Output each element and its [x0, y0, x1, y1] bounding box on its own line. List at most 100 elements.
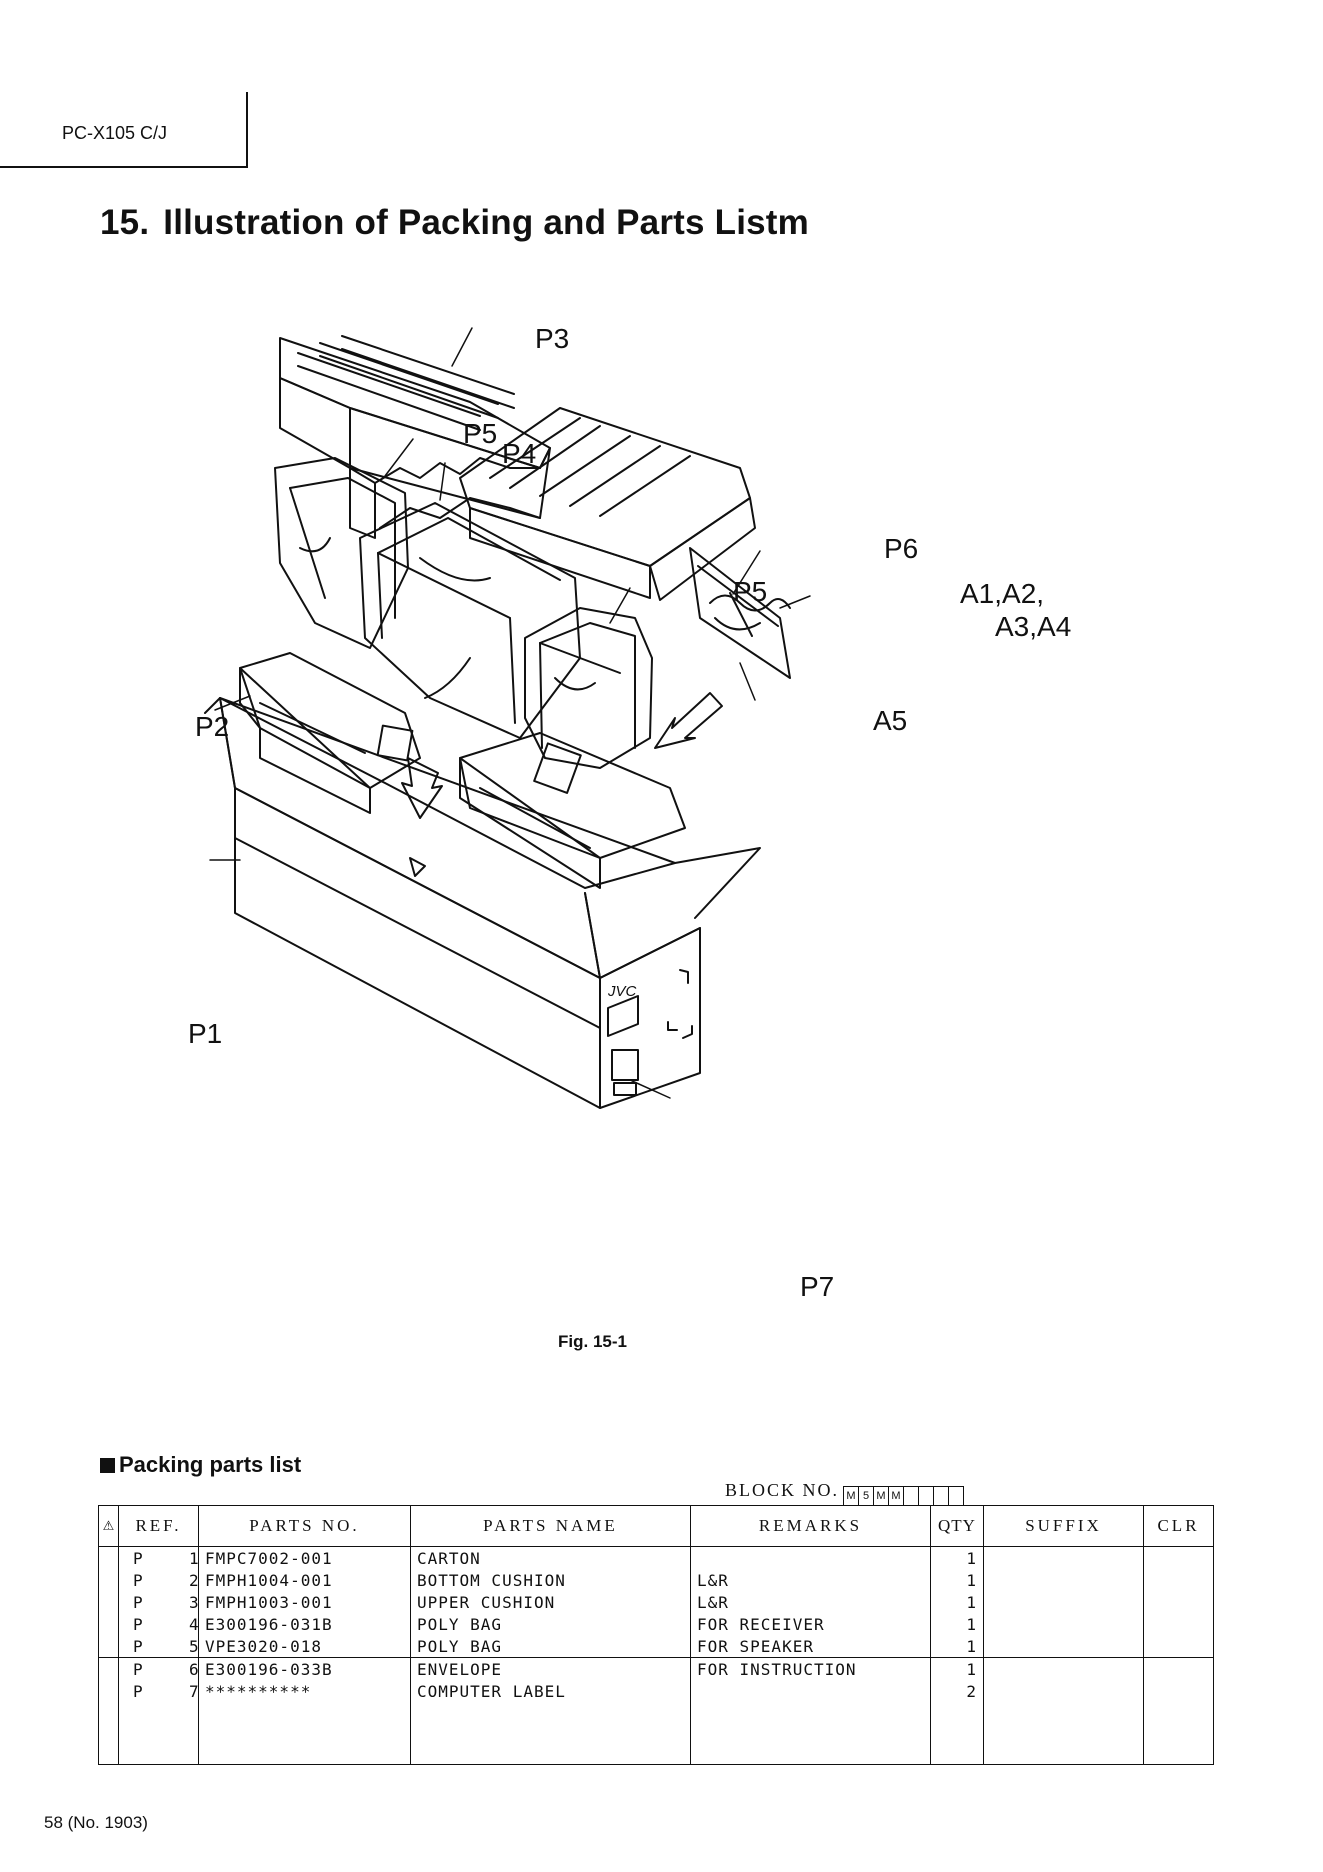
- row-parts-no: E300196-033B: [198, 1657, 411, 1680]
- table-row: P5 VPE3020-018 POLY BAG FOR SPEAKER 1: [98, 1635, 1214, 1658]
- row-parts-no: FMPC7002-001: [198, 1546, 411, 1569]
- block-code-box: 5: [859, 1487, 875, 1505]
- upper-cushion-right-drawing: [459, 407, 756, 601]
- page-footer: 58 (No. 1903): [44, 1813, 148, 1832]
- row-parts-no: VPE3020-018: [198, 1635, 411, 1658]
- upper-cushion-top-drawing: [279, 335, 551, 539]
- model-label: PC-X105 C/J: [62, 123, 168, 143]
- row-parts-name: CARTON: [410, 1546, 691, 1569]
- callout-a3-a4: A3,A4: [995, 611, 1071, 642]
- header-rule-vertical: [246, 92, 248, 167]
- figure-caption: Fig. 15-1: [558, 1332, 627, 1351]
- row-qty: 1: [930, 1613, 984, 1635]
- callout-p3: P3: [535, 323, 569, 354]
- header-clr: CLR: [1143, 1505, 1214, 1547]
- bottom-cushion-left-drawing: [239, 652, 421, 814]
- row-parts-name: ENVELOPE: [410, 1657, 691, 1680]
- title-text: Illustration of Packing and Parts Listm: [163, 203, 809, 242]
- header-rule-horizontal: [0, 166, 248, 168]
- block-code-box: M: [874, 1487, 890, 1505]
- row-remarks: L&R: [690, 1591, 931, 1613]
- receiver-bag-drawing: [359, 502, 581, 739]
- row-ref: P3: [118, 1591, 199, 1613]
- section-title: Packing parts list: [100, 1452, 301, 1478]
- block-code-box: [934, 1487, 950, 1505]
- row-ref: P6: [118, 1657, 199, 1680]
- row-parts-no: E300196-031B: [198, 1613, 411, 1635]
- callout-leaders: [209, 327, 811, 1099]
- carton-drawing: [204, 697, 761, 1109]
- row-ref: P2: [118, 1569, 199, 1591]
- row-parts-no: **********: [198, 1680, 411, 1702]
- row-qty: 2: [930, 1680, 984, 1702]
- table-row-empty: [98, 1702, 1214, 1765]
- carton-brand-text: JVC: [607, 983, 637, 1000]
- header-qty: QTY: [930, 1505, 984, 1547]
- row-remarks: L&R: [690, 1569, 931, 1591]
- row-parts-name: COMPUTER LABEL: [410, 1680, 691, 1702]
- speaker-bag-left-drawing: [274, 457, 409, 649]
- insert-arrow-down: [401, 757, 443, 819]
- row-parts-no: FMPH1004-001: [198, 1569, 411, 1591]
- table-row: P4 E300196-031B POLY BAG FOR RECEIVER 1: [98, 1613, 1214, 1635]
- safety-warning-icon: ⚠: [98, 1505, 119, 1547]
- table-row: P7 ********** COMPUTER LABEL 2: [98, 1680, 1214, 1702]
- table-row: P6 E300196-033B ENVELOPE FOR INSTRUCTION…: [98, 1657, 1214, 1680]
- header-parts-no: PARTS NO.: [198, 1505, 411, 1547]
- row-remarks: [690, 1546, 931, 1569]
- table-row: P1 FMPC7002-001 CARTON 1: [98, 1546, 1214, 1569]
- speaker-bag-right-drawing: [524, 607, 653, 769]
- row-parts-name: UPPER CUSHION: [410, 1591, 691, 1613]
- callout-p6: P6: [884, 533, 918, 564]
- callout-p5-right: P5: [733, 576, 767, 607]
- block-code-box: M: [889, 1487, 905, 1505]
- row-qty: 1: [930, 1591, 984, 1613]
- row-qty: 1: [930, 1635, 984, 1658]
- callout-p1: P1: [188, 1018, 222, 1049]
- header-ref: REF.: [118, 1505, 199, 1547]
- row-remarks: FOR INSTRUCTION: [690, 1657, 931, 1680]
- page-title: 15. Illustration of Packing and Parts Lis…: [100, 203, 809, 243]
- row-remarks: FOR SPEAKER: [690, 1635, 931, 1658]
- table-row: P3 FMPH1003-001 UPPER CUSHION L&R 1: [98, 1591, 1214, 1613]
- packing-parts-table: ⚠ REF. PARTS NO. PARTS NAME REMARKS QTY …: [98, 1505, 1214, 1765]
- block-code-box: [904, 1487, 920, 1505]
- insert-arrow-right: [654, 692, 723, 749]
- row-ref: P1: [118, 1546, 199, 1569]
- block-number-label: BLOCK NO.: [725, 1480, 840, 1500]
- bottom-cushion-right-drawing: [459, 732, 686, 889]
- row-qty: 1: [930, 1657, 984, 1680]
- table-header-row: ⚠ REF. PARTS NO. PARTS NAME REMARKS QTY …: [98, 1505, 1214, 1547]
- callout-p4: P4: [502, 438, 536, 469]
- callout-p5-left: P5: [463, 418, 497, 449]
- title-number: 15.: [100, 203, 150, 242]
- row-remarks: FOR RECEIVER: [690, 1613, 931, 1635]
- row-remarks: [690, 1680, 931, 1702]
- block-code-box: [949, 1487, 963, 1505]
- header-suffix: SUFFIX: [983, 1505, 1144, 1547]
- row-ref: P4: [118, 1613, 199, 1635]
- row-parts-name: POLY BAG: [410, 1613, 691, 1635]
- header-remarks: REMARKS: [690, 1505, 931, 1547]
- row-ref: P5: [118, 1635, 199, 1658]
- row-parts-name: BOTTOM CUSHION: [410, 1569, 691, 1591]
- row-parts-name: POLY BAG: [410, 1635, 691, 1658]
- header-parts-name: PARTS NAME: [410, 1505, 691, 1547]
- bullet-square-icon: [100, 1458, 115, 1473]
- callout-p2: P2: [195, 711, 229, 742]
- packing-illustration: JVC P3 P5 P4 P6 P5 A1,A2, A3,A4 A5 P2 P1: [180, 318, 1110, 1320]
- callout-a5: A5: [873, 705, 907, 736]
- row-qty: 1: [930, 1546, 984, 1569]
- callout-p7: P7: [800, 1271, 834, 1302]
- section-title-text: Packing parts list: [119, 1452, 302, 1477]
- block-code-box: [919, 1487, 935, 1505]
- table-row: P2 FMPH1004-001 BOTTOM CUSHION L&R 1: [98, 1569, 1214, 1591]
- callout-a1-a2: A1,A2,: [960, 578, 1044, 609]
- row-qty: 1: [930, 1569, 984, 1591]
- row-ref: P7: [118, 1680, 199, 1702]
- block-code-box: M: [844, 1487, 860, 1505]
- envelope-drawing: [689, 547, 791, 679]
- row-parts-no: FMPH1003-001: [198, 1591, 411, 1613]
